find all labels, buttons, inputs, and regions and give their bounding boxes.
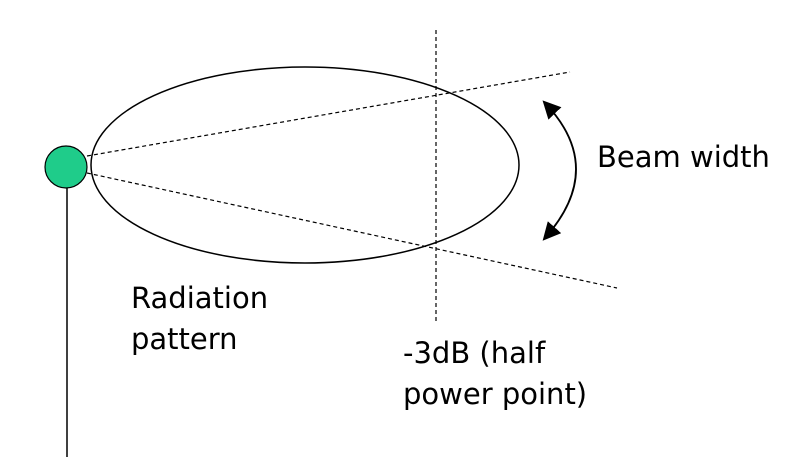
half-power-line1: -3dB (half [403,336,546,370]
radiation-pattern-label: Radiation pattern [131,278,268,360]
beam-edge-upper [86,71,571,157]
radiation-lobe [90,66,520,264]
half-power-label: -3dB (half power point) [403,333,587,415]
beam-width-arrow [542,100,577,241]
beam-edge-lower [86,172,618,289]
half-power-line2: power point) [403,377,588,411]
antenna-element [44,145,88,189]
radiation-pattern-line2: pattern [131,322,238,356]
beam-width-text: Beam width [597,140,770,174]
radiation-pattern-line1: Radiation [131,281,269,315]
beam-width-label: Beam width [597,137,770,178]
